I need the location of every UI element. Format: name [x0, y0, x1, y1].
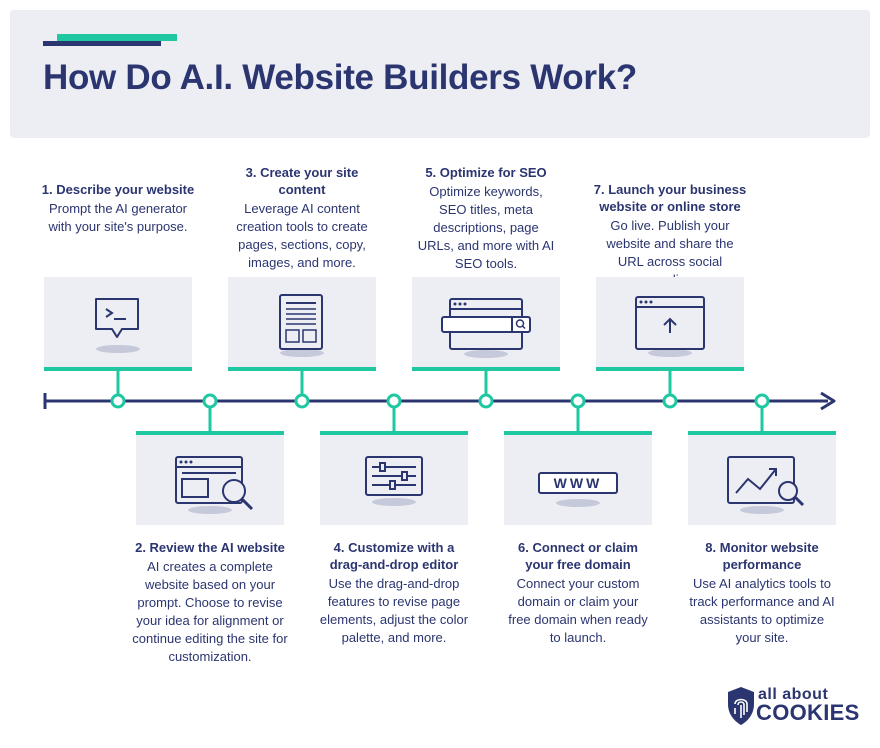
- step-4: 4. Customize with a drag-and-drop editor…: [304, 539, 484, 647]
- step-description: Use the drag-and-drop features to revise…: [319, 576, 469, 645]
- step-1-card: [44, 277, 192, 371]
- browser-magnifier-icon: [175, 456, 254, 514]
- step-title: 2. Review the AI website: [135, 540, 285, 555]
- step-title: 5. Optimize for SEO: [425, 165, 547, 180]
- step-description: Connect your custom domain or claim your…: [508, 576, 648, 645]
- analytics-magnifier-icon: [727, 456, 805, 514]
- header-accent-line: [43, 41, 161, 46]
- www-domain-icon: WWW: [538, 472, 618, 507]
- timeline-node-2: [202, 393, 218, 409]
- step-8: 8. Monitor website performance Use AI an…: [672, 539, 852, 647]
- timeline-node-5: [478, 393, 494, 409]
- chat-prompt-icon: [95, 298, 140, 353]
- step-title: 4. Customize with a drag-and-drop editor: [329, 540, 459, 572]
- www-label: WWW: [554, 475, 603, 491]
- step-description: AI creates a complete website based on y…: [132, 559, 288, 664]
- timeline-node-7: [662, 393, 678, 409]
- browser-upload-icon: [635, 296, 705, 357]
- timeline-node-3: [294, 393, 310, 409]
- step-1: 1. Describe your website Prompt the AI g…: [28, 181, 208, 236]
- header-panel: [10, 10, 870, 138]
- step-description: Leverage AI content creation tools to cr…: [236, 201, 368, 270]
- step-7-card: [596, 277, 744, 371]
- header-accent-bar: [57, 34, 177, 41]
- step-description: Use AI analytics tools to track performa…: [689, 576, 835, 645]
- step-7: 7. Launch your business website or onlin…: [580, 181, 760, 289]
- timeline-node-1: [110, 393, 126, 409]
- step-5-card: [412, 277, 560, 371]
- step-5: 5. Optimize for SEO Optimize keywords, S…: [396, 164, 576, 273]
- step-2-card: [136, 431, 284, 525]
- step-4-card: [320, 431, 468, 525]
- timeline-node-8: [754, 393, 770, 409]
- logo-text-bottom: COOKIES: [756, 700, 860, 725]
- step-6-card: WWW: [504, 431, 652, 525]
- browser-search-bar-icon: [441, 298, 531, 358]
- step-8-card: [688, 431, 836, 525]
- step-description: Prompt the AI generator with your site's…: [48, 201, 188, 234]
- step-description: Optimize keywords, SEO titles, meta desc…: [417, 184, 555, 271]
- step-title: 8. Monitor website performance: [705, 540, 819, 572]
- step-title: 1. Describe your website: [41, 182, 195, 197]
- shield-fingerprint-icon: [728, 687, 754, 725]
- step-title: 6. Connect or claim your free domain: [518, 540, 638, 572]
- timeline-node-4: [386, 393, 402, 409]
- page-title: How Do A.I. Website Builders Work?: [43, 58, 637, 97]
- sliders-icon: [365, 456, 423, 506]
- logo-text-top: all about: [758, 686, 829, 703]
- document-layout-icon: [279, 294, 324, 357]
- step-title: 3. Create your site content: [245, 165, 359, 197]
- step-6: 6. Connect or claim your free domain Con…: [488, 539, 668, 647]
- step-3: 3. Create your site content Leverage AI …: [212, 164, 392, 272]
- step-2: 2. Review the AI website AI creates a co…: [120, 539, 300, 666]
- all-about-cookies-logo: all about COOKIES: [726, 686, 860, 728]
- timeline-node-6: [570, 393, 586, 409]
- step-title: 7. Launch your business website or onlin…: [593, 182, 747, 214]
- step-3-card: [228, 277, 376, 371]
